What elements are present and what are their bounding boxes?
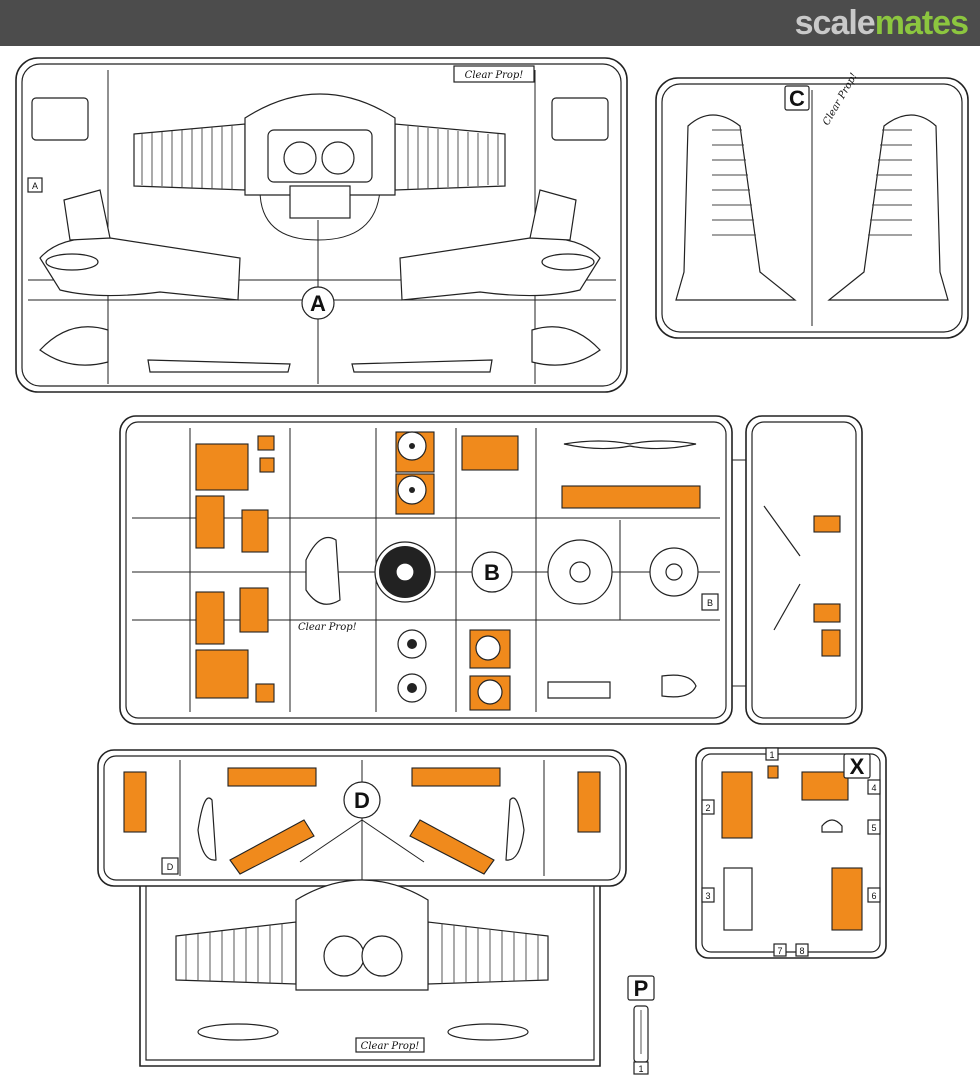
d-part-orange-right: [577, 771, 601, 833]
x-num-8: 8: [799, 946, 804, 956]
d-wing-left: [175, 921, 297, 985]
sprue-b-small-letter: B: [707, 598, 713, 608]
sprue-b-brand: Clear Prop!: [298, 622, 357, 633]
x-part-1: [767, 765, 779, 779]
a-seat-left: [31, 97, 89, 141]
c-rudder-right: [827, 114, 949, 301]
sprue-c-label-box: [784, 85, 810, 111]
sprue-a-letter: A: [310, 291, 326, 316]
sprue-a-small-letter: A: [32, 181, 38, 191]
x-num-3: 3: [705, 891, 710, 901]
p-num-1: 1: [638, 1064, 643, 1074]
sprue-x-label-box: [843, 753, 871, 779]
sprue-d-small-letter: D: [167, 862, 174, 872]
d-center-section: [295, 879, 429, 991]
x-num-2: 2: [705, 803, 710, 813]
sprue-b-label-circle: [471, 551, 513, 593]
d-part-orange-left: [123, 771, 147, 833]
sprue-p-label-box: [627, 975, 655, 1001]
x-part-3: [723, 867, 753, 931]
x-num-7: 7: [777, 946, 782, 956]
sprue-d-brand: Clear Prop!: [361, 1041, 420, 1052]
x-part-6: [831, 867, 863, 931]
x-part-2: [721, 771, 753, 839]
sprue-c-brand: Clear Prop!: [821, 71, 860, 127]
a-left-wing: [133, 123, 246, 191]
x-part-4: [801, 771, 849, 801]
sprue-x-letter: X: [850, 754, 865, 779]
sprue-a-brand: Clear Prop!: [465, 70, 524, 81]
a-stab-left: [39, 326, 109, 366]
logo-part-mates: mates: [874, 4, 969, 42]
a-seat-right: [551, 97, 609, 141]
sprue-c-letter: C: [789, 86, 805, 111]
scalemates-logo[interactable]: scalemates: [794, 4, 969, 42]
a-right-wing: [394, 123, 506, 191]
sprue-a-label-circle: [301, 286, 335, 320]
sprue-c: C Clear Prop!: [655, 71, 969, 339]
sprue-d-label-circle: [343, 781, 381, 819]
logo-part-scale: scale: [794, 4, 876, 42]
sprue-d: D D Clear Prop!: [97, 749, 627, 1067]
sprue-p: P 1: [627, 975, 655, 1075]
sprue-d-letter: D: [354, 788, 370, 813]
sprue-b-letter: B: [484, 560, 500, 585]
sprue-p-letter: P: [634, 976, 649, 1001]
x-num-4: 4: [871, 783, 876, 793]
c-rudder-left: [675, 114, 797, 301]
sprue-x: X 1 2 3 4 5 6 7 8: [695, 747, 887, 959]
a-stab-right: [531, 326, 601, 366]
sprue-diagram: A A Clear Prop! C Clear Prop!: [15, 57, 969, 1075]
header-bar: scalemates: [0, 0, 980, 46]
x-num-1: 1: [769, 750, 774, 760]
x-num-5: 5: [871, 823, 876, 833]
a-fuselage-right: [399, 237, 601, 301]
a-fuselage-left: [39, 237, 241, 301]
sprue-b: B B Clear Prop!: [119, 415, 863, 725]
b-part-orange-1: [195, 443, 249, 491]
x-num-6: 6: [871, 891, 876, 901]
x-part-5: [821, 819, 843, 833]
sprue-a: A A Clear Prop!: [15, 57, 628, 393]
d-wing-right: [427, 921, 549, 985]
